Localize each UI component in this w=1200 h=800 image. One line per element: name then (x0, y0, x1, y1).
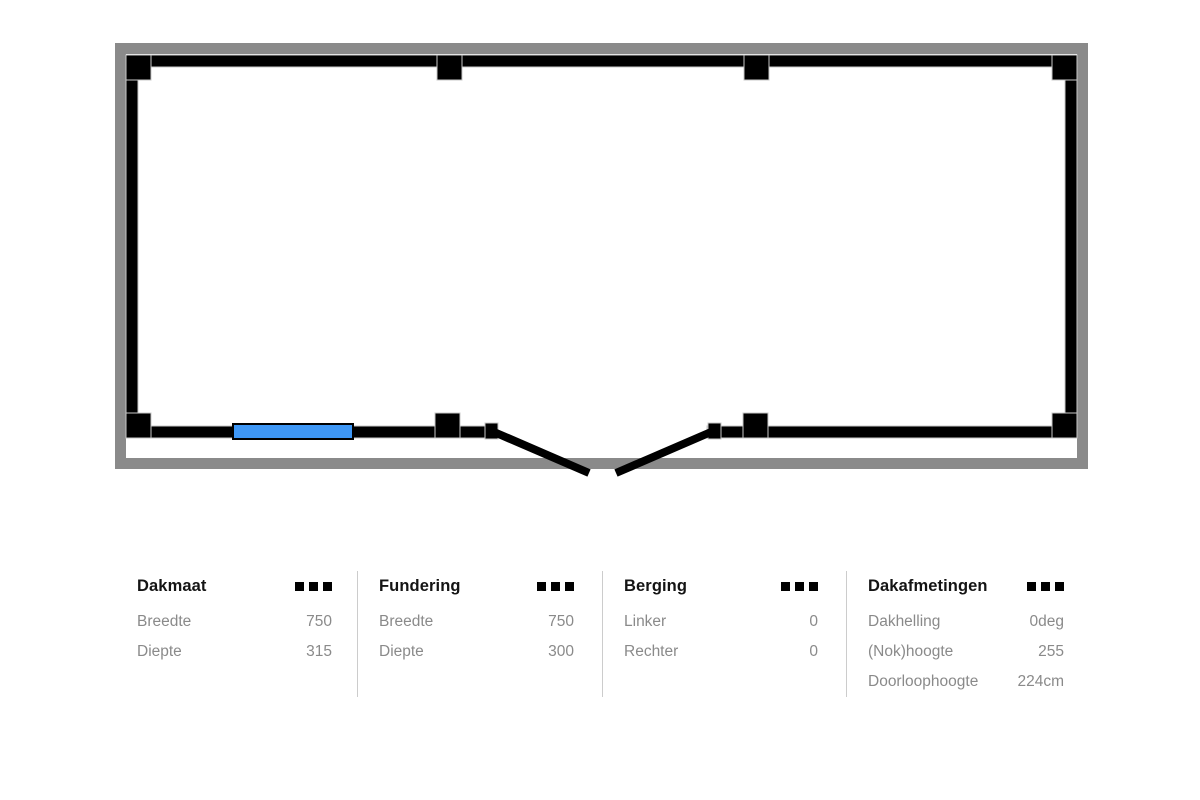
post-bottom-mid-right (742, 412, 769, 439)
post-top-mid-left (436, 54, 463, 81)
post-top-left-corner (125, 54, 152, 81)
row-value: 0 (809, 613, 818, 630)
spec-column-dakmaat: Dakmaat Breedte 750 Diepte 315 (135, 571, 357, 697)
row-label: (Nok)hoogte (868, 643, 954, 660)
row-label: Doorloophoogte (868, 673, 979, 690)
row-label: Rechter (624, 643, 679, 660)
column-header: Fundering (379, 571, 574, 601)
column-title: Dakafmetingen (868, 576, 988, 595)
post-bottom-mid-left (434, 412, 461, 439)
spec-row: Breedte 750 (379, 607, 574, 637)
row-value: 255 (1038, 643, 1064, 660)
door-leaf-left-icon[interactable] (492, 428, 591, 477)
spec-row: Rechter 0 (624, 637, 818, 667)
spec-row: Dakhelling 0deg (868, 607, 1064, 637)
spec-column-berging: Berging Linker 0 Rechter 0 (602, 571, 846, 697)
wall-right (1064, 54, 1078, 439)
row-value: 300 (548, 643, 574, 660)
row-label: Diepte (379, 643, 424, 660)
spec-column-dakafmetingen: Dakafmetingen Dakhelling 0deg (Nok)hoogt… (846, 571, 1090, 697)
spec-row: Breedte 750 (137, 607, 332, 637)
post-top-right-corner (1051, 54, 1078, 81)
row-label: Dakhelling (868, 613, 941, 630)
spec-column-fundering: Fundering Breedte 750 Diepte 300 (357, 571, 602, 697)
row-label: Breedte (379, 613, 434, 630)
wall-left (125, 54, 139, 439)
floorplan-canvas (115, 43, 1088, 477)
floorplan-svg (115, 43, 1088, 477)
post-bottom-left-corner (125, 412, 152, 439)
three-squares-menu-icon[interactable] (537, 581, 574, 591)
spec-row: Diepte 300 (379, 637, 574, 667)
spec-row: Linker 0 (624, 607, 818, 637)
row-label: Linker (624, 613, 667, 630)
spec-row: Diepte 315 (137, 637, 332, 667)
post-bottom-right-corner (1051, 412, 1078, 439)
specs-table: Dakmaat Breedte 750 Diepte 315 Fundering… (135, 571, 1090, 697)
row-value: 0deg (1029, 613, 1064, 630)
door-leaf-right-icon[interactable] (614, 428, 713, 477)
window-icon[interactable] (232, 423, 354, 440)
column-header: Dakmaat (137, 571, 332, 601)
column-header: Dakafmetingen (868, 571, 1064, 601)
row-value: 750 (306, 613, 332, 630)
row-label: Diepte (137, 643, 182, 660)
column-title: Fundering (379, 576, 461, 595)
wall-top (125, 54, 1078, 68)
row-value: 315 (306, 643, 332, 660)
column-title: Berging (624, 576, 688, 595)
floor-area (126, 54, 1077, 458)
post-top-mid-right (743, 54, 770, 81)
column-header: Berging (624, 571, 818, 601)
spec-row: (Nok)hoogte 255 (868, 637, 1064, 667)
row-value: 0 (809, 643, 818, 660)
three-squares-menu-icon[interactable] (295, 581, 332, 591)
spec-row: Doorloophoogte 224cm (868, 667, 1064, 697)
row-value: 750 (548, 613, 574, 630)
three-squares-menu-icon[interactable] (781, 581, 818, 591)
three-squares-menu-icon[interactable] (1027, 581, 1064, 591)
column-title: Dakmaat (137, 576, 207, 595)
row-label: Breedte (137, 613, 192, 630)
row-value: 224cm (1017, 673, 1064, 690)
